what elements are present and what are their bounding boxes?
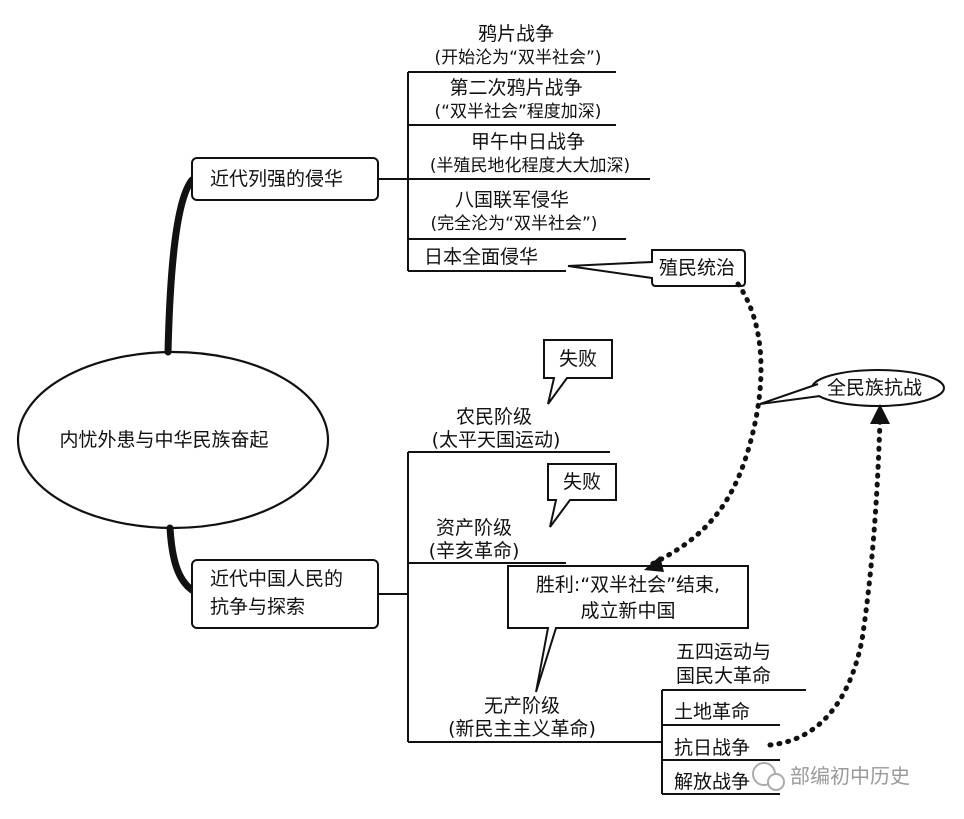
class-note: (辛亥革命) <box>428 540 520 562</box>
victory-callout <box>507 565 749 693</box>
class-note: (新民主主义革命) <box>448 718 596 740</box>
victory-text-2: 成立新中国 <box>580 600 676 622</box>
proletarian-item: 土地革命 <box>674 701 751 723</box>
failure-text: 失败 <box>558 348 598 370</box>
arrow-head-colonial <box>644 556 664 572</box>
watermark-text: 部编初中历史 <box>790 764 910 788</box>
colonial-callout-text: 殖民统治 <box>659 257 736 279</box>
failure-callout-2 <box>547 463 617 528</box>
proletarian-item: 五四运动与 <box>676 641 772 663</box>
spine-top <box>164 176 196 356</box>
colonial-callout <box>567 249 746 287</box>
item-title: 第二次鸦片战争 <box>449 77 583 99</box>
failure-text: 失败 <box>562 471 602 493</box>
spine-bottom <box>166 524 196 594</box>
dotted-arrow-colonial <box>647 281 764 568</box>
resistance-oval-tail <box>759 383 821 405</box>
item-title: 日本全面侵华 <box>424 246 539 268</box>
dotted-arrow-resistance <box>767 417 883 748</box>
class-note: (太平天国运动) <box>431 429 561 451</box>
item-note: (完全沦为“双半社会”) <box>430 214 598 234</box>
item-title: 鸦片战争 <box>477 23 555 45</box>
item-note: (“双半社会”程度加深) <box>434 102 602 122</box>
item-note: (开始沦为“双半社会”) <box>434 48 602 68</box>
item-title: 甲午中日战争 <box>470 131 586 153</box>
victory-text-1: 胜利:“双半社会”结束, <box>535 574 721 596</box>
proletarian-item: 抗日战争 <box>674 737 751 759</box>
item-title: 八国联军侵华 <box>454 189 570 211</box>
class-title: 农民阶级 <box>455 406 533 428</box>
failure-callout-1 <box>543 339 613 405</box>
class-title: 资产阶级 <box>435 517 513 539</box>
resistance-text: 全民族抗战 <box>827 377 923 399</box>
proletarian-item: 国民大革命 <box>676 665 772 687</box>
branch-struggle-label-2: 抗争与探索 <box>210 596 306 618</box>
branch-invasion-label: 近代列强的侵华 <box>210 168 344 190</box>
item-note: (半殖民地化程度大大加深) <box>429 156 631 176</box>
arrow-head-resistance <box>870 404 890 424</box>
proletarian-item: 解放战争 <box>674 771 751 793</box>
class-title: 无产阶级 <box>483 695 561 717</box>
branch-struggle-label-1: 近代中国人民的 <box>210 568 344 590</box>
root-title: 内忧外患与中华民族奋起 <box>59 429 269 451</box>
